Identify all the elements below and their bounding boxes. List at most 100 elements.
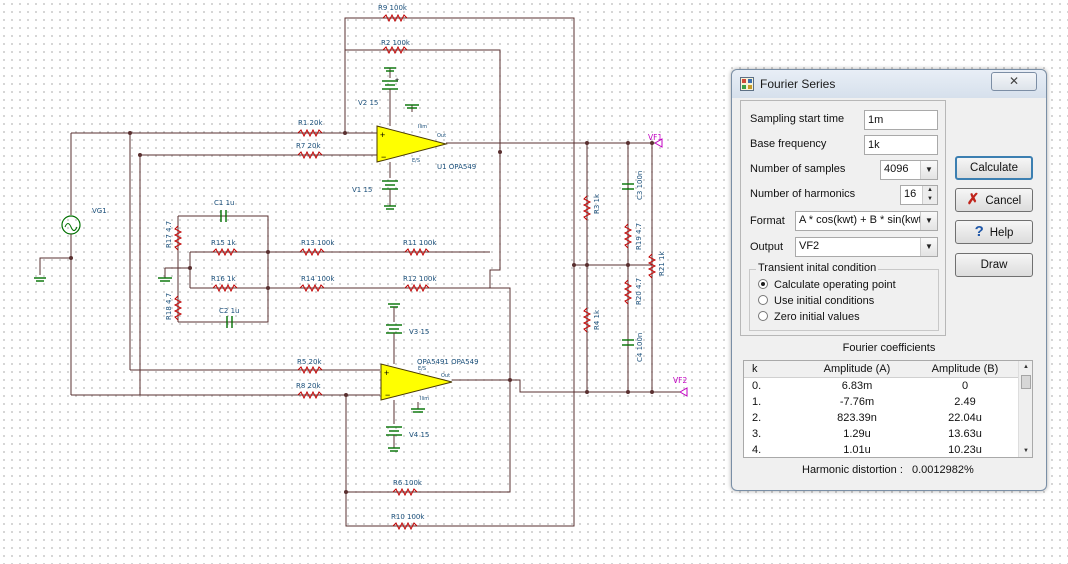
number-of-harmonics-value: 16 (904, 188, 917, 200)
chevron-down-icon[interactable]: ▼ (920, 238, 937, 256)
number-of-harmonics-label: Number of harmonics (750, 188, 856, 200)
output-value: VF2 (799, 240, 820, 252)
label-c4: C4 100n (636, 333, 644, 362)
app-icon (740, 77, 754, 91)
output-label: Output (750, 241, 784, 253)
capacitor-c3[interactable] (622, 183, 634, 190)
close-button[interactable]: ✕ (991, 72, 1037, 91)
chevron-down-icon[interactable]: ▼ (920, 212, 937, 230)
radio-calculate-operating-point[interactable]: Calculate operating point (758, 279, 896, 291)
radio-zero-initial-values[interactable]: Zero initial values (758, 311, 860, 323)
label-r4: R4 1k (593, 309, 601, 330)
capacitor-c1[interactable] (220, 210, 227, 222)
harmonic-distortion-value: 0.0012982% (912, 464, 974, 476)
ground-icon (405, 104, 419, 112)
label-r12: R12 100k (403, 275, 437, 283)
svg-text:E/S: E/S (412, 158, 420, 164)
label-r7: R7 20k (296, 142, 321, 150)
harmonic-distortion-label: Harmonic distortion : (802, 464, 903, 476)
cancel-button[interactable]: ✗Cancel (955, 188, 1033, 212)
radio-selected-icon (758, 279, 768, 289)
label-v1: V1 15 (352, 186, 372, 194)
capacitor-c4[interactable] (622, 339, 634, 346)
svg-text:−: − (381, 152, 386, 162)
calculate-button[interactable]: Calculate (955, 156, 1033, 180)
scroll-up-icon[interactable]: ▲ (1023, 364, 1029, 370)
vertical-scrollbar[interactable]: ▲ ▼ (1018, 361, 1032, 457)
spin-up-icon[interactable]: ▲ (922, 186, 937, 195)
probe-vf1[interactable] (654, 138, 663, 148)
label-r11: R11 100k (403, 239, 437, 247)
svg-text:Out: Out (437, 133, 446, 139)
opamp-u2[interactable]: + − E/S Out Ilim (380, 363, 453, 402)
label-r3: R3 1k (593, 193, 601, 214)
spin-down-icon[interactable]: ▼ (922, 195, 937, 204)
label-c3: C3 100n (636, 171, 644, 200)
chevron-down-icon[interactable]: ▼ (920, 161, 937, 179)
battery-v3[interactable] (386, 303, 402, 364)
label-r20: R20 4.7 (635, 278, 643, 305)
svg-text:E/S: E/S (418, 366, 426, 372)
label-v3: V3 15 (409, 328, 429, 336)
label-r5: R5 20k (297, 358, 322, 366)
label-v2: V2 15 (358, 99, 378, 107)
radio-use-initial-conditions[interactable]: Use initial conditions (758, 295, 874, 307)
voltage-generator-vg1[interactable] (34, 133, 81, 395)
format-select[interactable]: A * cos(kwt) + B * sin(kwt) ▼ (795, 211, 938, 231)
title-bar[interactable]: Fourier Series ✕ (732, 70, 1046, 98)
table-header: k Amplitude (A) Amplitude (B) (744, 361, 1018, 378)
wire (71, 265, 680, 527)
label-r15: R15 1k (211, 239, 236, 247)
label-vf1: VF1 (648, 133, 662, 142)
probe-vf2[interactable] (679, 387, 688, 397)
draw-button[interactable]: Draw (955, 253, 1033, 277)
base-frequency-input[interactable]: 1k (864, 135, 938, 155)
svg-text:+: + (384, 368, 389, 378)
label-r1: R1 20k (298, 119, 323, 127)
battery-v4[interactable] (386, 400, 402, 452)
fourier-coefficients-section: Fourier coefficients k Amplitude (A) Amp… (740, 342, 1038, 460)
capacitor-c2[interactable] (226, 316, 233, 328)
output-select[interactable]: VF2 ▼ (795, 237, 938, 257)
label-vf2: VF2 (673, 376, 687, 385)
battery-v1[interactable] (382, 162, 398, 210)
label-u1: U1 OPA549 (437, 163, 476, 171)
label-r13: R13 100k (301, 239, 335, 247)
label-r18: R18 4.7 (165, 293, 173, 320)
help-button[interactable]: ?Help (955, 220, 1033, 244)
sampling-start-time-input[interactable]: 1m (864, 110, 938, 130)
wire (165, 215, 511, 380)
radio-icon (758, 311, 768, 321)
coefficients-title: Fourier coefficients (842, 342, 936, 354)
ground-icon (411, 402, 425, 413)
label-v4: V4 15 (409, 431, 429, 439)
base-frequency-label: Base frequency (750, 138, 827, 150)
label-r16: R16 1k (211, 275, 236, 283)
scroll-down-icon[interactable]: ▼ (1023, 448, 1029, 454)
label-c2: C2 1u (219, 307, 239, 315)
ground-icon (158, 268, 172, 282)
format-value: A * cos(kwt) + B * sin(kwt) (799, 214, 926, 226)
svg-text:Out: Out (441, 373, 450, 379)
dialog-title: Fourier Series (760, 77, 836, 91)
question-mark-icon: ? (974, 223, 984, 240)
format-label: Format (750, 215, 785, 227)
number-of-samples-label: Number of samples (750, 163, 846, 175)
number-of-harmonics-spinner[interactable]: 16 ▲ ▼ (900, 185, 938, 205)
label-r14: R14 100k (301, 275, 335, 283)
label-r2: R2 100k (381, 39, 411, 47)
radio-icon (758, 295, 768, 305)
scrollbar-thumb[interactable] (1021, 375, 1031, 389)
number-of-samples-select[interactable]: 4096 ▼ (880, 160, 938, 180)
label-vg1: VG1 (92, 207, 107, 215)
battery-v2[interactable]: + (382, 67, 399, 126)
opamp-u1[interactable]: + − Ilim Out E/S (376, 124, 448, 164)
wire (71, 17, 655, 392)
